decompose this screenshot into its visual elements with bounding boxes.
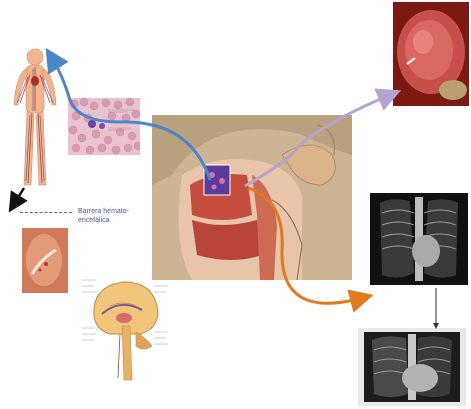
lilac-arrow [245,95,390,186]
orange-arrow [248,188,362,303]
blue-arrow [52,58,210,180]
black-arrow [14,188,24,204]
